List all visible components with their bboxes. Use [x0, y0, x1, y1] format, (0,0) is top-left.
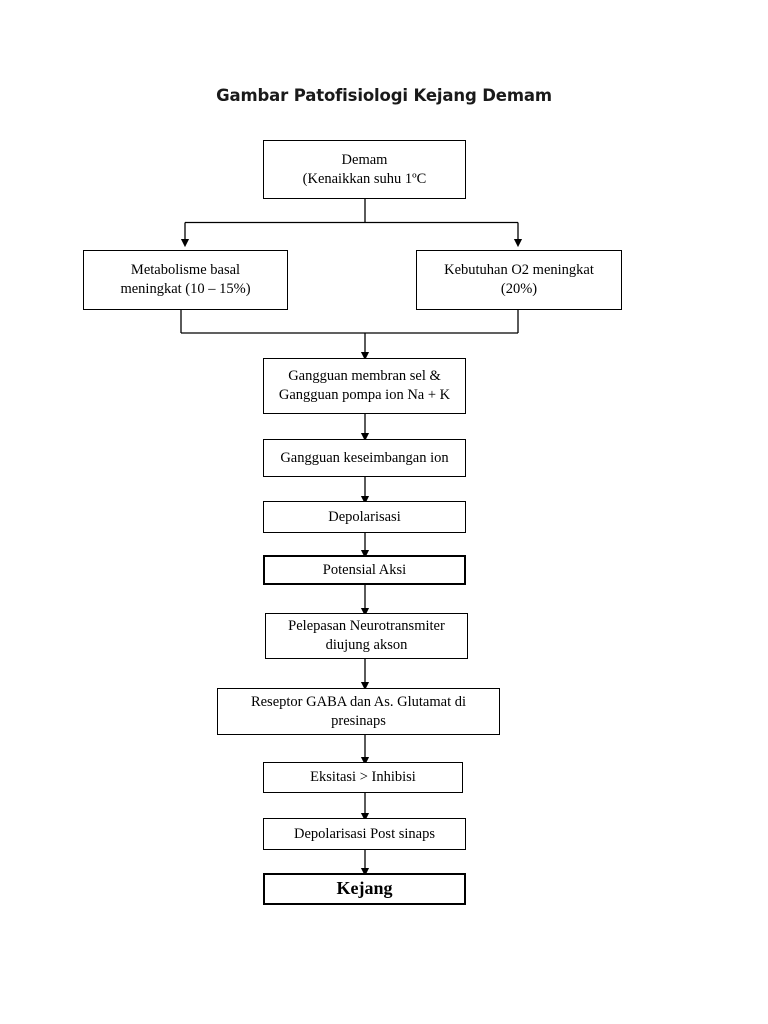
node-demam[interactable]: Demam (Kenaikkan suhu 1ºC [263, 140, 466, 199]
node-eksitasi-inhibisi-label: Eksitasi > Inhibisi [310, 769, 416, 786]
node-depolarisasi-label: Depolarisasi [328, 508, 401, 525]
node-reseptor-gaba-label: Reseptor GABA dan As. Glutamat di presin… [250, 693, 467, 729]
node-kejang-label: Kejang [336, 878, 393, 899]
node-gangguan-membran-sel-label: Gangguan membran sel & Gangguan pompa io… [278, 368, 451, 403]
node-eksitasi-inhibisi[interactable]: Eksitasi > Inhibisi [263, 762, 463, 793]
node-potensial-aksi[interactable]: Potensial Aksi [263, 555, 466, 585]
node-kejang[interactable]: Kejang [263, 873, 466, 905]
node-kebutuhan-o2-label: Kebutuhan O2 meningkat (20%) [444, 262, 594, 297]
node-metabolisme-basal-label: Metabolisme basal meningkat (10 – 15%) [120, 262, 251, 297]
node-depolarisasi-post-sinaps-label: Depolarisasi Post sinaps [294, 825, 435, 842]
node-potensial-aksi-label: Potensial Aksi [322, 561, 407, 578]
page-title: Gambar Patofisiologi Kejang Demam [216, 86, 552, 105]
node-depolarisasi-post-sinaps[interactable]: Depolarisasi Post sinaps [263, 818, 466, 850]
node-gangguan-membran-sel[interactable]: Gangguan membran sel & Gangguan pompa io… [263, 358, 466, 414]
node-demam-label: Demam (Kenaikkan suhu 1ºC [302, 151, 427, 187]
node-gangguan-keseimbangan-ion-label: Gangguan keseimbangan ion [280, 449, 449, 466]
node-kebutuhan-o2[interactable]: Kebutuhan O2 meningkat (20%) [416, 250, 622, 310]
node-gangguan-keseimbangan-ion[interactable]: Gangguan keseimbangan ion [263, 439, 466, 477]
node-reseptor-gaba[interactable]: Reseptor GABA dan As. Glutamat di presin… [217, 688, 500, 735]
node-depolarisasi[interactable]: Depolarisasi [263, 501, 466, 533]
node-pelepasan-neurotransmiter-label: Pelepasan Neurotransmiter diujung akson [288, 618, 445, 653]
node-pelepasan-neurotransmiter[interactable]: Pelepasan Neurotransmiter diujung akson [265, 613, 468, 659]
node-metabolisme-basal[interactable]: Metabolisme basal meningkat (10 – 15%) [83, 250, 288, 310]
